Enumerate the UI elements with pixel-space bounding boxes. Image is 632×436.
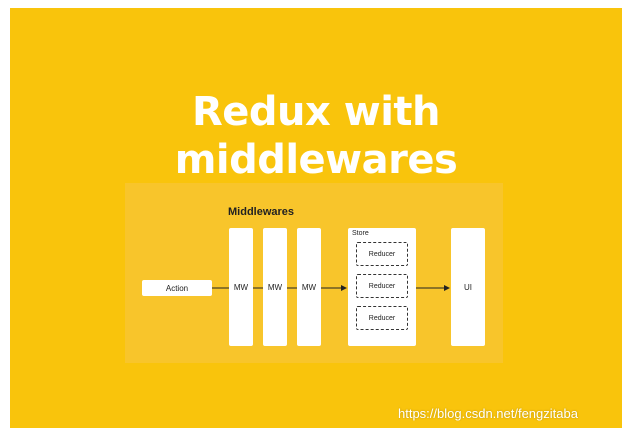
middleware-box-3: MW	[297, 228, 321, 346]
store-label: Store	[352, 230, 369, 237]
title-line-1: Redux with	[191, 89, 441, 135]
reducer-box-1: Reducer	[356, 242, 408, 266]
ui-box: UI	[451, 228, 485, 346]
reducer-box-2: Reducer	[356, 274, 408, 298]
middleware-label-2: MW	[267, 282, 283, 292]
middlewares-label: Middlewares	[228, 206, 295, 218]
ui-label: UI	[464, 282, 472, 292]
store-box: Store Reducer Reducer Reducer	[348, 228, 416, 346]
middleware-box-2: MW	[263, 228, 287, 346]
reducer-label-2: Reducer	[368, 282, 396, 290]
middleware-label-1: MW	[233, 282, 249, 292]
middleware-box-1: MW	[229, 228, 253, 346]
middleware-label-3: MW	[301, 282, 317, 292]
action-box: Action	[142, 280, 212, 296]
title-line-2: middlewares	[174, 137, 458, 183]
reducer-label-1: Reducer	[368, 250, 396, 258]
watermark-text: https://blog.csdn.net/fengzitaba	[398, 406, 578, 421]
reducer-box-3: Reducer	[356, 306, 408, 330]
slide-title: Redux with middlewares	[10, 88, 622, 184]
reducer-label-3: Reducer	[368, 314, 396, 322]
action-label: Action	[165, 283, 189, 293]
